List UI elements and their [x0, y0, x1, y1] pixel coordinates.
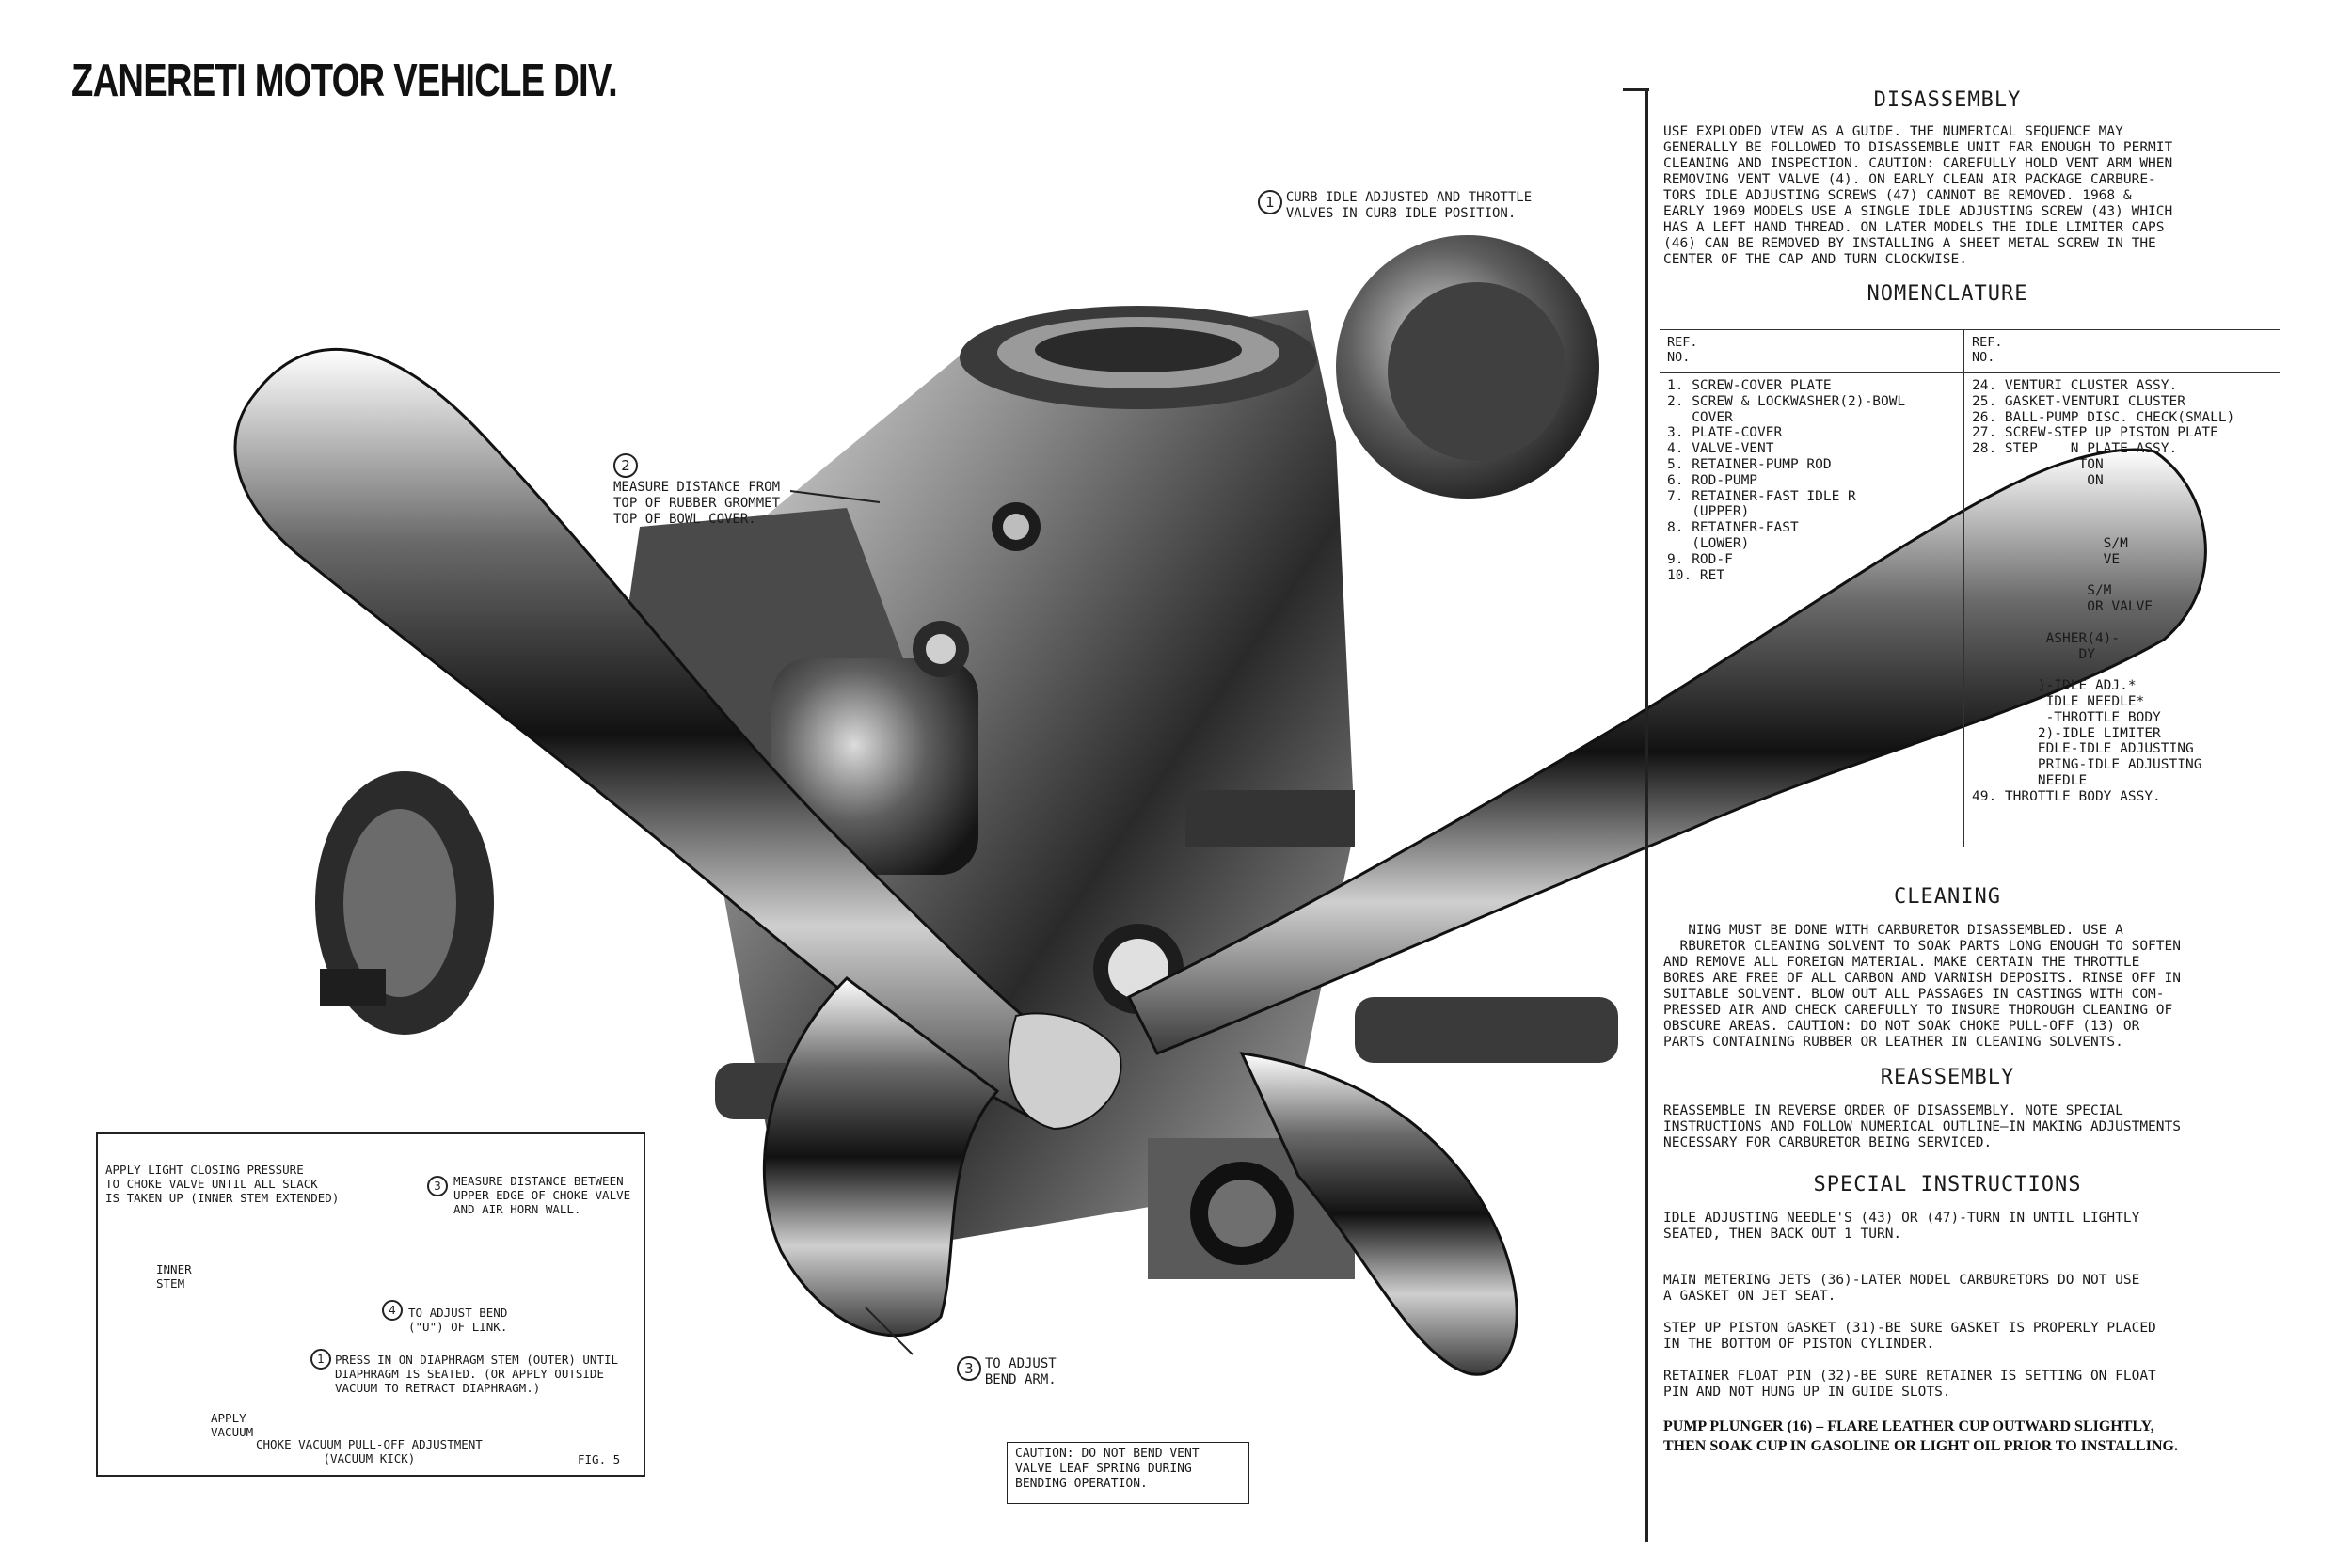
inset-apply-pressure: APPLY LIGHT CLOSING PRESSURE TO CHOKE VA…: [105, 1163, 340, 1205]
special-instruction-4: RETAINER FLOAT PIN (32)-BE SURE RETAINER…: [1663, 1369, 2156, 1400]
parts-list-right: 24. VENTURI CLUSTER ASSY. 25. GASKET-VEN…: [1972, 378, 2235, 804]
callout-text: TO ADJUST BEND ARM.: [984, 1356, 1057, 1387]
column-rule-top: [1623, 88, 1649, 91]
inset-press: PRESS IN ON DIAPHRAGM STEM (OUTER) UNTIL…: [335, 1353, 619, 1395]
inset-figure: APPLY LIGHT CLOSING PRESSURE TO CHOKE VA…: [96, 1132, 645, 1477]
parts-list-left: 1. SCREW-COVER PLATE 2. SCREW & LOCKWASH…: [1667, 378, 1906, 583]
nomenclature-heading: NOMENCLATURE: [1867, 282, 2028, 306]
cleaning-text: NING MUST BE DONE WITH CARBURETOR DISASS…: [1663, 923, 2181, 1050]
reassembly-text: REASSEMBLE IN REVERSE ORDER OF DISASSEMB…: [1663, 1103, 2181, 1150]
special-instruction-2: MAIN METERING JETS (36)-LATER MODEL CARB…: [1663, 1273, 2140, 1304]
cleaning-heading: CLEANING: [1894, 885, 2001, 909]
ref-header-left: REF. NO.: [1667, 335, 1698, 365]
inset-apply-vacuum: APPLY VACUUM: [211, 1411, 254, 1439]
special-instruction-1: IDLE ADJUSTING NEEDLE'S (43) OR (47)-TUR…: [1663, 1211, 2140, 1242]
disassembly-heading: DISASSEMBLY: [1873, 88, 2022, 112]
inset-num-1: 1: [310, 1349, 335, 1370]
inset-measure: MEASURE DISTANCE BETWEEN UPPER EDGE OF C…: [453, 1174, 631, 1216]
ref-header-right: REF. NO.: [1972, 335, 2003, 365]
inset-fig-number: FIG. 5: [578, 1452, 621, 1466]
inset-num-4: 4: [382, 1300, 406, 1321]
chrome-figure: [233, 347, 2207, 1376]
callout-number: 2: [613, 453, 638, 478]
choke-housing: [315, 771, 494, 1035]
nomenclature-table: REF. NO. REF. NO. 1. SCREW-COVER PLATE 2…: [1660, 329, 2280, 847]
callout-number: 1: [1257, 190, 1282, 214]
special-instruction-5: PUMP PLUNGER (16) – FLARE LEATHER CUP OU…: [1663, 1418, 2178, 1454]
special-instructions-heading: SPECIAL INSTRUCTIONS: [1813, 1173, 2082, 1196]
inset-num-3: 3: [427, 1176, 452, 1196]
brand-title: ZANERETI MOTOR VEHICLE DIV.: [72, 55, 618, 106]
caution-box: CAUTION: DO NOT BEND VENT VALVE LEAF SPR…: [1007, 1442, 1249, 1504]
callout-number: 3: [956, 1356, 981, 1381]
special-instruction-3: STEP UP PISTON GASKET (31)-BE SURE GASKE…: [1663, 1321, 2156, 1352]
reassembly-heading: REASSEMBLY: [1880, 1066, 2015, 1089]
disassembly-text: USE EXPLODED VIEW AS A GUIDE. THE NUMERI…: [1663, 124, 2173, 267]
column-rule: [1645, 88, 1648, 1542]
callout-text: CURB IDLE ADJUSTED AND THROTTLE VALVES I…: [1285, 190, 1533, 221]
inset-caption: CHOKE VACUUM PULL-OFF ADJUSTMENT (VACUUM…: [256, 1437, 483, 1465]
callout-text: MEASURE DISTANCE FROM TOP OF RUBBER GROM…: [613, 480, 781, 527]
leader-lines: [789, 490, 914, 1355]
inset-adjust-bend: TO ADJUST BEND ("U") OF LINK.: [408, 1306, 508, 1334]
inset-inner-stem: INNER STEM: [156, 1262, 192, 1291]
